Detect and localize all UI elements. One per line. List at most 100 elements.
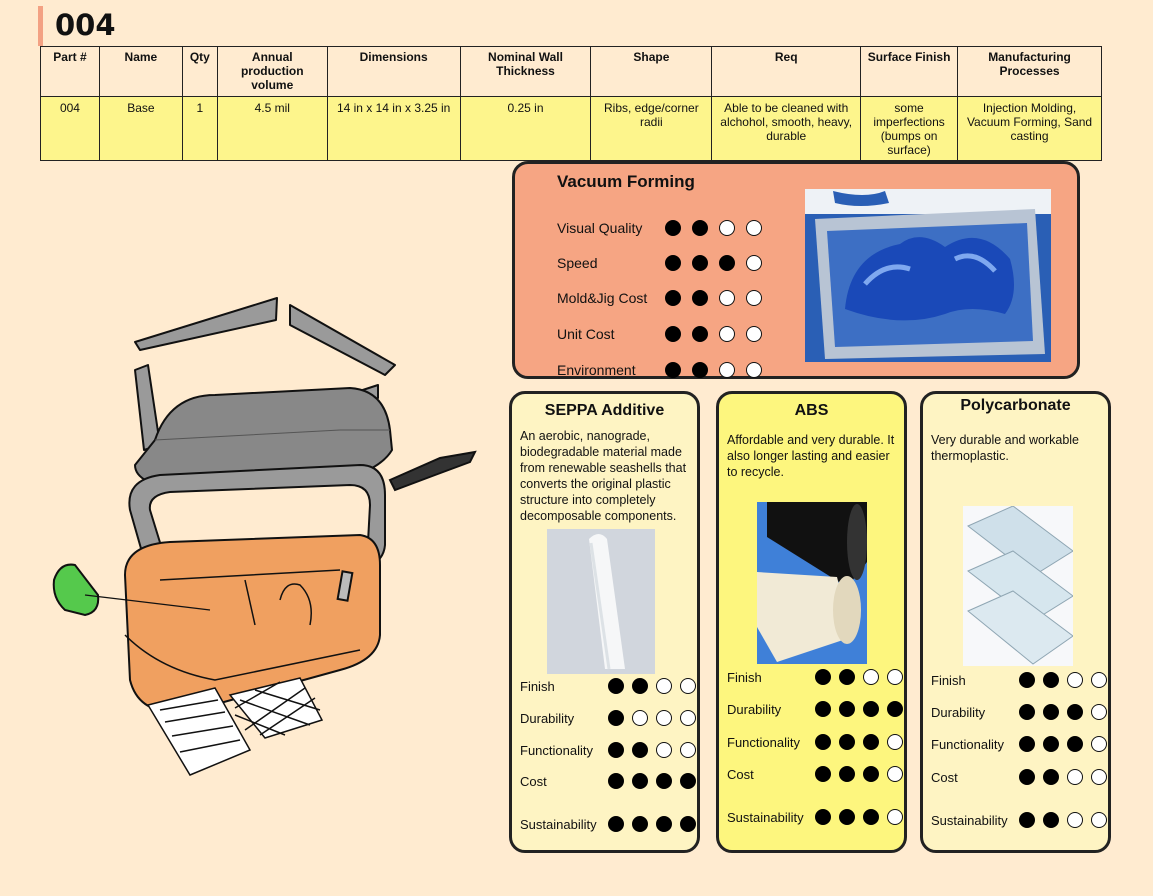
rating-dots (1019, 736, 1107, 752)
page-title: 004 (55, 8, 116, 42)
filled-dot-icon (1043, 736, 1059, 752)
filled-dot-icon (665, 290, 681, 306)
empty-dot-icon (1091, 704, 1107, 720)
rating-dots (1019, 672, 1107, 688)
filled-dot-icon (632, 773, 648, 789)
rating-dots (608, 742, 696, 758)
rating-row-cost: Cost (520, 772, 696, 790)
filled-dot-icon (1043, 812, 1059, 828)
cell-wall-thickness: 0.25 in (459, 96, 592, 161)
material-title: ABS (794, 402, 829, 419)
rating-label: Environment (557, 362, 636, 378)
rating-row-functionality: Functionality (727, 733, 903, 751)
rating-dots (608, 773, 696, 789)
filled-dot-icon (815, 669, 831, 685)
filled-dot-icon (632, 678, 648, 694)
empty-dot-icon (719, 326, 735, 342)
material-title: Polycarbonate (960, 397, 1071, 414)
filled-dot-icon (719, 255, 735, 271)
rating-label: Mold&Jig Cost (557, 290, 648, 306)
filled-dot-icon (887, 701, 903, 717)
rating-row-unit-cost: Unit Cost (557, 324, 762, 344)
rating-label: Cost (727, 766, 754, 782)
rating-dots (665, 326, 762, 342)
spec-header-row: Part # Name Qty Annual production volume… (40, 46, 1102, 97)
filled-dot-icon (1019, 769, 1035, 785)
cell-part-number: 004 (40, 96, 100, 161)
filled-dot-icon (632, 816, 648, 832)
filled-dot-icon (656, 773, 672, 789)
cell-annual-volume: 4.5 mil (216, 96, 328, 161)
rating-row-speed: Speed (557, 253, 762, 273)
filled-dot-icon (608, 742, 624, 758)
empty-dot-icon (746, 290, 762, 306)
rating-row-sustainability: Sustainability (931, 811, 1107, 829)
rating-row-visual-quality: Visual Quality (557, 218, 762, 238)
empty-dot-icon (887, 669, 903, 685)
polycarbonate-sheets-photo (963, 506, 1073, 666)
rating-row-cost: Cost (727, 765, 903, 783)
rating-row-durability: Durability (931, 703, 1107, 721)
empty-dot-icon (1091, 769, 1107, 785)
material-description: An aerobic, nanograde, biodegradable mat… (520, 429, 687, 523)
rating-row-finish: Finish (727, 668, 903, 686)
rating-dots (1019, 769, 1107, 785)
filled-dot-icon (608, 816, 624, 832)
empty-dot-icon (680, 710, 696, 726)
empty-dot-icon (887, 766, 903, 782)
rating-label: Finish (727, 669, 762, 685)
empty-dot-icon (863, 669, 879, 685)
empty-dot-icon (746, 326, 762, 342)
header-name: Name (98, 46, 183, 97)
rating-label: Sustainability (931, 812, 1008, 828)
filled-dot-icon (839, 669, 855, 685)
rating-row-finish: Finish (520, 677, 696, 695)
filled-dot-icon (665, 220, 681, 236)
rating-dots (608, 816, 696, 832)
rating-label: Functionality (520, 742, 593, 758)
rating-dots (665, 362, 762, 378)
cell-surface-finish: some imperfections (bumps on surface) (860, 96, 959, 161)
filled-dot-icon (1019, 672, 1035, 688)
exploded-assembly-sketch (52, 297, 477, 776)
filled-dot-icon (692, 326, 708, 342)
vacuum-forming-photo (805, 189, 1051, 362)
rating-row-mold-jig-cost: Mold&Jig Cost (557, 288, 762, 308)
empty-dot-icon (656, 742, 672, 758)
empty-dot-icon (656, 710, 672, 726)
header-req: Req (711, 46, 862, 97)
filled-dot-icon (665, 255, 681, 271)
header-shape: Shape (590, 46, 713, 97)
filled-dot-icon (863, 701, 879, 717)
rating-label: Sustainability (520, 816, 597, 832)
rating-label: Durability (520, 710, 575, 726)
filled-dot-icon (1043, 769, 1059, 785)
empty-dot-icon (719, 290, 735, 306)
rating-dots (815, 669, 903, 685)
rating-dots (1019, 704, 1107, 720)
rating-row-finish: Finish (931, 671, 1107, 689)
empty-dot-icon (719, 220, 735, 236)
filled-dot-icon (608, 710, 624, 726)
rating-dots (608, 678, 696, 694)
filled-dot-icon (1019, 736, 1035, 752)
filled-dot-icon (839, 701, 855, 717)
rating-row-durability: Durability (727, 700, 903, 718)
seppa-rod-photo (547, 529, 655, 674)
rating-dots (815, 701, 903, 717)
filled-dot-icon (665, 362, 681, 378)
empty-dot-icon (746, 362, 762, 378)
table-row: 004 Base 1 4.5 mil 14 in x 14 in x 3.25 … (40, 96, 1102, 161)
material-title: SEPPA Additive (544, 402, 665, 419)
cell-manufacturing: Injection Molding, Vacuum Forming, Sand … (957, 96, 1102, 161)
rating-dots (815, 809, 903, 825)
filled-dot-icon (815, 809, 831, 825)
rating-row-sustainability: Sustainability (520, 815, 696, 833)
empty-dot-icon (1091, 812, 1107, 828)
cell-name: Base (98, 96, 183, 161)
filled-dot-icon (839, 809, 855, 825)
empty-dot-icon (1067, 812, 1083, 828)
empty-dot-icon (1091, 672, 1107, 688)
empty-dot-icon (1067, 769, 1083, 785)
